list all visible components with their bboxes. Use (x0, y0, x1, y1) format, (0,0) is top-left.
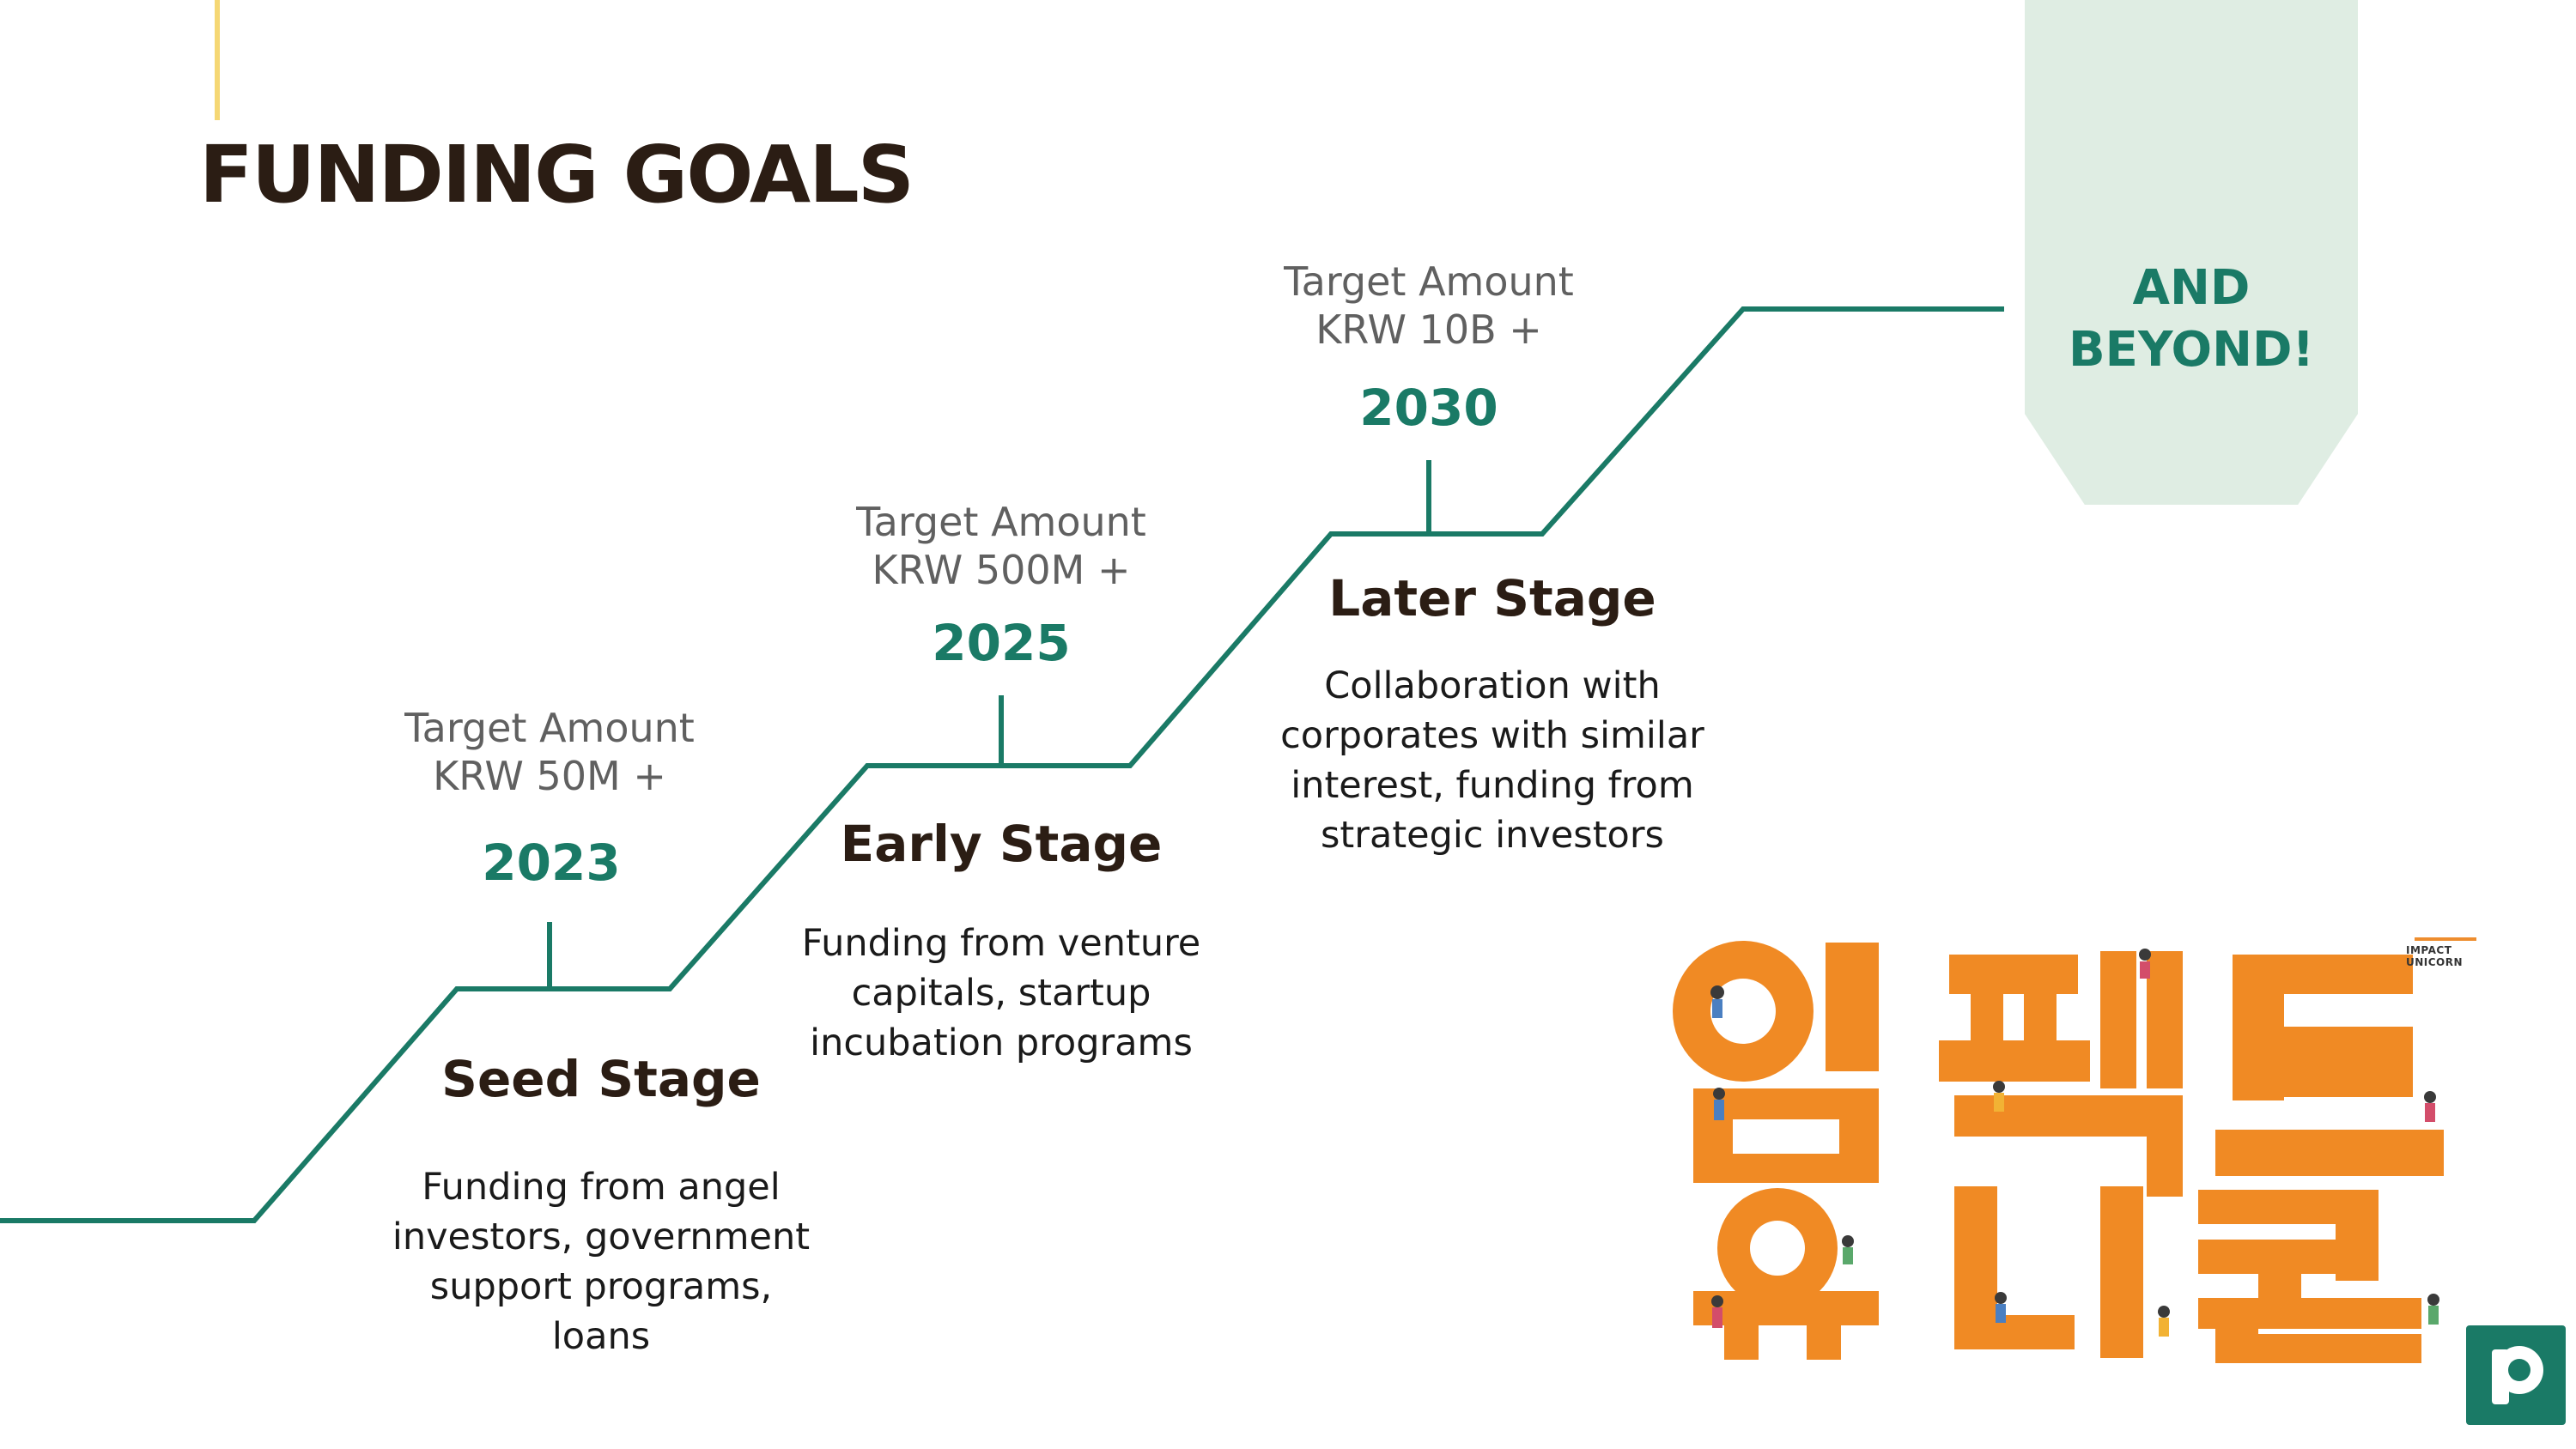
beyond-text: AND BEYOND! (2069, 260, 2314, 378)
p-logo-glyph (2492, 1346, 2543, 1404)
book-tag: IMPACT UNICORN (2406, 944, 2464, 968)
seed-target-label: Target Amount (404, 705, 695, 751)
beyond-banner (2025, 0, 2358, 505)
early-year: 2025 (932, 614, 1071, 672)
later-target-amount: Target Amount KRW 10B + (1206, 258, 1652, 354)
seed-description: Funding from angel investors, government… (392, 1166, 811, 1358)
early-target-amount: Target Amount KRW 500M + (778, 498, 1224, 594)
later-stage-title: Later Stage (1328, 569, 1656, 627)
later-description: Collaboration with corporates with simil… (1280, 664, 1704, 857)
seed-year: 2023 (482, 834, 621, 892)
early-description: Funding from venture capitals, startup i… (801, 922, 1201, 1064)
korean-title-blocks (1673, 941, 2444, 1363)
later-target-label: Target Amount (1284, 258, 1574, 305)
later-year: 2030 (1359, 379, 1498, 437)
later-target-value: KRW 10B + (1315, 306, 1542, 353)
p-logo-icon (2466, 1325, 2566, 1425)
early-target-label: Target Amount (856, 499, 1146, 545)
seed-target-value: KRW 50M + (433, 753, 666, 799)
book-tag-strip (2415, 937, 2476, 941)
early-stage-title: Early Stage (840, 815, 1163, 873)
book-cover-illustration (1673, 941, 2444, 1363)
early-target-value: KRW 500M + (872, 547, 1131, 593)
book-cover-image (1614, 917, 2507, 1363)
accent-bar (215, 0, 220, 120)
seed-stage-title: Seed Stage (441, 1050, 761, 1108)
people-figures (1710, 949, 2439, 1337)
seed-target-amount: Target Amount KRW 50M + (326, 704, 773, 800)
page-title: FUNDING GOALS (199, 129, 914, 221)
